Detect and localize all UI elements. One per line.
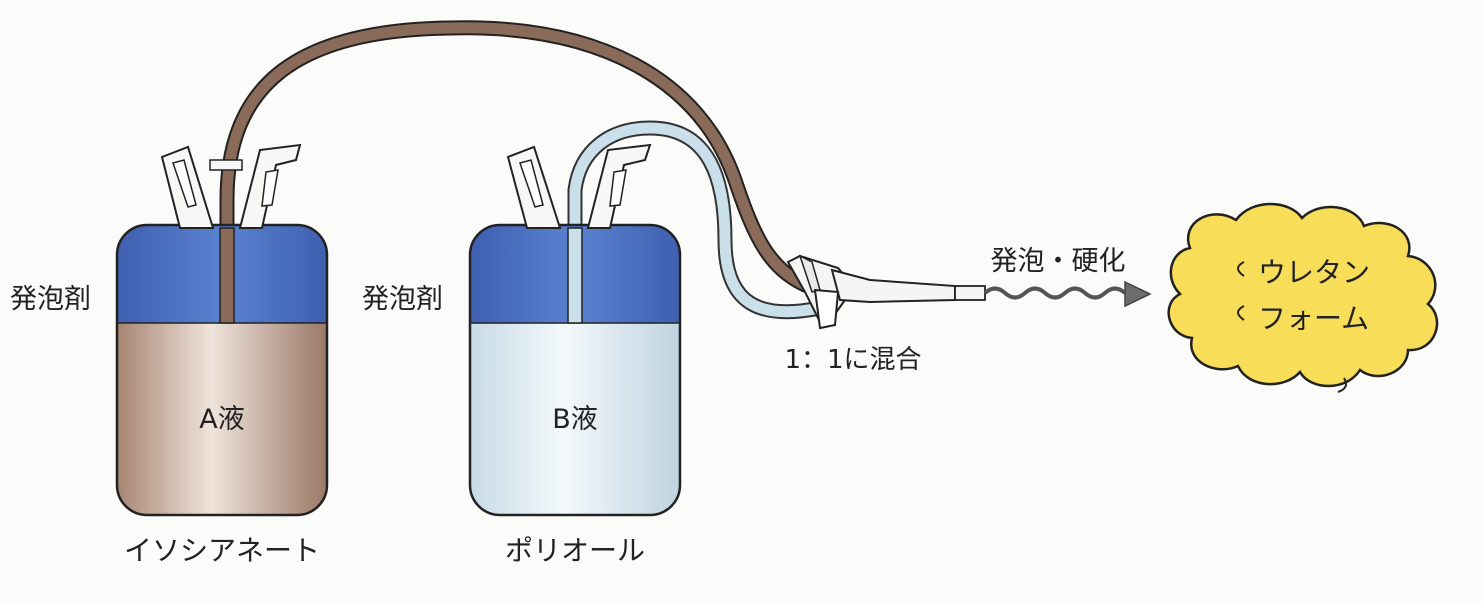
foam-cure-label: 発泡・硬化	[991, 246, 1126, 277]
tank-b: 発泡剤 B液 ポリオール	[362, 143, 682, 567]
arrow-icon	[983, 280, 1152, 308]
hose-a	[219, 20, 813, 326]
spray-gun-icon	[786, 254, 986, 330]
cloud-icon	[1167, 202, 1439, 393]
mix-ratio-label: 1：1に混合	[784, 345, 921, 375]
tank-valve-icon	[160, 143, 302, 229]
tank-a: 発泡剤 A液 イソシアネート	[10, 143, 329, 567]
result-line1: ウレタン	[1258, 256, 1370, 289]
tank-a-body-label: A液	[199, 404, 244, 435]
hose-b	[567, 120, 828, 326]
tank-b-foaming-label: 発泡剤	[362, 284, 443, 315]
tank-a-name-label: イソシアネート	[124, 534, 320, 567]
tank-valve-icon	[506, 143, 652, 229]
tank-a-foaming-label: 発泡剤	[10, 284, 91, 315]
tank-b-name-label: ポリオール	[505, 534, 645, 567]
result-line2: フォーム	[1258, 302, 1369, 335]
tank-b-body-label: B液	[552, 404, 598, 435]
